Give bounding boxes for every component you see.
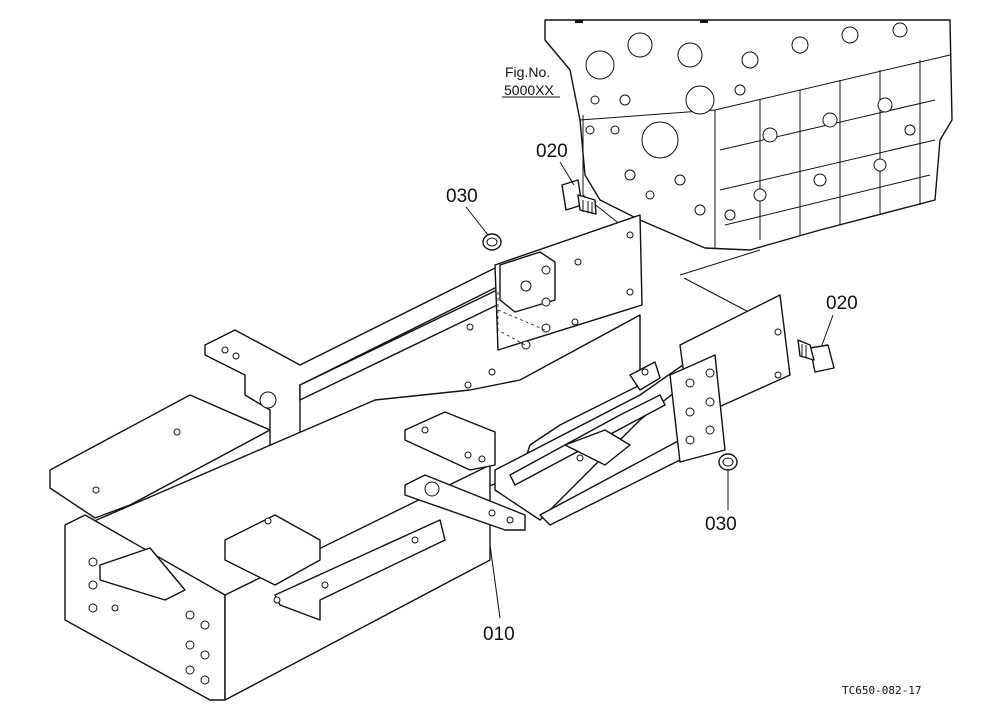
leader-bolt-right bbox=[821, 314, 834, 346]
frame-assembly bbox=[49, 214, 791, 701]
drawing-code: TC650-082-17 bbox=[842, 684, 921, 697]
fig-ref-number: 5000XX bbox=[504, 82, 554, 98]
callout-frame: 010 bbox=[483, 624, 515, 645]
callout-washer-lower: 030 bbox=[705, 514, 737, 535]
callout-bolt-right: 020 bbox=[826, 293, 858, 314]
bolt-upper bbox=[561, 179, 597, 215]
leader-bolt-upper bbox=[559, 161, 575, 186]
leader-frame bbox=[489, 544, 501, 619]
fig-ref-label: Fig.No. bbox=[505, 64, 550, 80]
callout-washer-upper: 030 bbox=[446, 186, 478, 207]
bolt-right bbox=[797, 339, 835, 373]
washer-lower bbox=[718, 453, 738, 471]
callout-bolt-upper: 020 bbox=[536, 141, 568, 162]
engine-block bbox=[544, 19, 953, 251]
leader-engine-right bbox=[679, 249, 761, 276]
washer-upper bbox=[482, 233, 502, 251]
leader-washer-upper bbox=[465, 206, 489, 236]
